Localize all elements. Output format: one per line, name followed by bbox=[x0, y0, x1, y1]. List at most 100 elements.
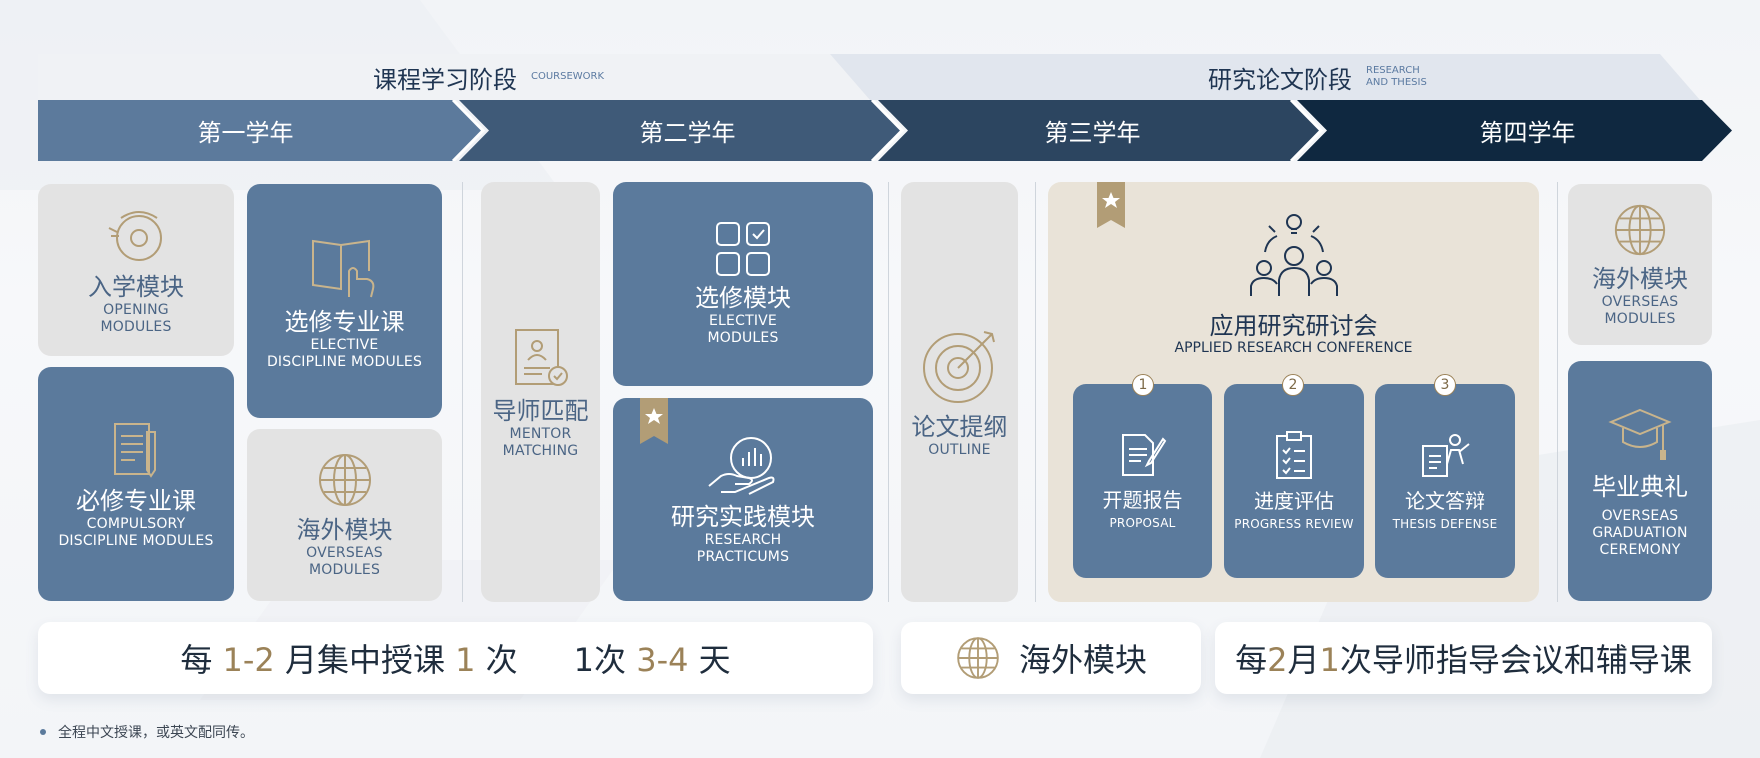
footnote-text: 全程中文授课，或英文配同传。 bbox=[58, 725, 254, 741]
opening-en-1: OPENING bbox=[103, 302, 169, 318]
year-chevron-4 bbox=[1297, 100, 1732, 161]
divider-4 bbox=[1557, 182, 1558, 602]
mentor-text-e: 次导师指导会议和辅导课 bbox=[1339, 641, 1692, 679]
elective-modules-en-2: MODULES bbox=[707, 330, 779, 346]
compulsory-en-2: DISCIPLINE MODULES bbox=[58, 533, 214, 549]
star-ribbon-practicum bbox=[640, 398, 668, 444]
practicum-en-1: RESEARCH bbox=[704, 531, 782, 548]
duration-text-a: 1次 bbox=[573, 641, 637, 679]
step-number-2: 2 bbox=[1282, 374, 1304, 396]
phase-coursework-subtitle: COURSEWORK bbox=[531, 71, 605, 82]
practicum-en-2: PRACTICUMS bbox=[696, 548, 790, 565]
year-chevron-bar bbox=[38, 100, 1732, 161]
globe-icon bbox=[1614, 204, 1666, 255]
year-label-2: 第二学年 bbox=[639, 119, 736, 147]
schedule-frequency: 每 1-2 月集中授课 1 次 bbox=[180, 635, 517, 681]
card-compulsory: 必修专业课 COMPULSORY DISCIPLINE MODULES bbox=[38, 367, 234, 601]
duration-days: 3-4 bbox=[636, 641, 689, 679]
mentor-en-2: MATCHING bbox=[502, 443, 579, 459]
notepad-pencil-icon bbox=[114, 423, 156, 478]
mentor-text-c: 月 bbox=[1287, 641, 1320, 679]
graduation-en-2: GRADUATION bbox=[1592, 524, 1688, 541]
phase-research-subtitle-line2: AND THESIS bbox=[1366, 77, 1427, 88]
elective-discipline-en-1: ELECTIVE bbox=[310, 337, 379, 353]
divider-3 bbox=[1035, 182, 1036, 602]
card-mentor-matching: 导师匹配 MENTOR MATCHING bbox=[481, 182, 600, 602]
phase-research-title: 研究论文阶段 bbox=[1208, 65, 1352, 94]
bullet-dot bbox=[40, 729, 46, 735]
card-opening-modules: 入学模块 OPENING MODULES bbox=[38, 184, 234, 356]
phase-band-coursework bbox=[38, 54, 898, 100]
duration-text-c: 天 bbox=[688, 641, 731, 679]
hand-chart-icon bbox=[708, 436, 775, 495]
schedule-times: 1 bbox=[455, 641, 476, 679]
card-overseas-year4: 海外模块 OVERSEAS MODULES bbox=[1568, 184, 1712, 345]
compulsory-cn: 必修专业课 bbox=[76, 487, 196, 515]
card-elective-modules: 选修模块 ELECTIVE MODULES bbox=[613, 182, 873, 386]
opening-cn: 入学模块 bbox=[88, 273, 184, 301]
team-idea-icon bbox=[1250, 214, 1338, 296]
phase-research: 研究论文阶段 RESEARCH AND THESIS bbox=[1208, 54, 1427, 100]
presenter-icon bbox=[1422, 433, 1470, 477]
phase-research-subtitle: RESEARCH AND THESIS bbox=[1366, 65, 1427, 89]
overseas-y1-en-1: OVERSEAS bbox=[306, 545, 383, 561]
year-chevron-1 bbox=[38, 100, 483, 161]
overseas-y1-cn: 海外模块 bbox=[296, 516, 393, 544]
opening-en-2: MODULES bbox=[100, 319, 172, 335]
overseas-y4-cn: 海外模块 bbox=[1592, 264, 1688, 293]
book-touch-icon bbox=[311, 239, 374, 298]
step-number-3: 3 bbox=[1434, 374, 1456, 396]
schedule-text-c: 月集中授课 bbox=[274, 641, 456, 679]
summary-overseas: 海外模块 bbox=[901, 622, 1201, 694]
mentor-times: 1 bbox=[1319, 641, 1340, 679]
progress-cn: 进度评估 bbox=[1254, 488, 1334, 513]
card-proposal: 开题报告 PROPOSAL bbox=[1073, 384, 1212, 578]
schedule-text-a: 每 bbox=[180, 641, 223, 679]
phase-research-subtitle-line1: RESEARCH bbox=[1366, 65, 1420, 76]
graduation-cap-icon bbox=[1608, 408, 1672, 460]
defense-en: THESIS DEFENSE bbox=[1392, 516, 1498, 531]
card-outline: 论文提纲 OUTLINE bbox=[901, 182, 1018, 602]
year-chevron-2 bbox=[459, 100, 902, 161]
phase-band-research bbox=[830, 54, 1700, 100]
outline-en-1: OUTLINE bbox=[928, 441, 991, 458]
schedule-text-e: 次 bbox=[475, 641, 518, 679]
graduation-en-1: OVERSEAS bbox=[1601, 507, 1679, 524]
overseas-y1-en-2: MODULES bbox=[308, 562, 381, 578]
divider-1 bbox=[462, 182, 463, 602]
divider-2 bbox=[888, 182, 889, 602]
proposal-en: PROPOSAL bbox=[1109, 515, 1176, 530]
step-number-1: 1 bbox=[1132, 374, 1154, 396]
progress-en: PROGRESS REVIEW bbox=[1234, 516, 1354, 531]
graduation-en-3: CEREMONY bbox=[1599, 541, 1681, 558]
card-overseas-year1: 海外模块 OVERSEAS MODULES bbox=[247, 429, 442, 601]
target-icon bbox=[922, 330, 995, 403]
star-ribbon-conference bbox=[1097, 182, 1125, 228]
footnote: 全程中文授课，或英文配同传。 bbox=[40, 722, 254, 742]
globe-icon bbox=[957, 637, 999, 679]
conference-en: APPLIED RESEARCH CONFERENCE bbox=[1174, 340, 1413, 356]
overseas-summary-text: 海外模块 bbox=[1018, 641, 1147, 679]
card-thesis-defense: 论文答辩 THESIS DEFENSE bbox=[1375, 384, 1515, 578]
compulsory-en-1: COMPULSORY bbox=[86, 516, 186, 532]
card-graduation: 毕业典礼 OVERSEAS GRADUATION CEREMONY bbox=[1568, 361, 1712, 601]
year-label-1: 第一学年 bbox=[197, 119, 294, 147]
phase-coursework-title: 课程学习阶段 bbox=[373, 65, 517, 94]
card-progress-review: 进度评估 PROGRESS REVIEW bbox=[1224, 384, 1364, 578]
mentor-months: 2 bbox=[1267, 641, 1288, 679]
outline-cn: 论文提纲 bbox=[911, 412, 1008, 441]
summary-mentor-meetings: 每2月1次导师指导会议和辅导课 bbox=[1215, 622, 1712, 694]
phase-coursework: 课程学习阶段 COURSEWORK bbox=[373, 54, 604, 100]
summary-coursework-schedule: 每 1-2 月集中授课 1 次 1次 3-4 天 bbox=[38, 622, 873, 694]
globe-icon bbox=[318, 454, 371, 506]
graduation-cn: 毕业典礼 bbox=[1592, 472, 1688, 501]
elective-modules-en-1: ELECTIVE bbox=[709, 313, 777, 329]
defense-cn: 论文答辩 bbox=[1405, 488, 1485, 513]
year-chevron-3 bbox=[878, 100, 1321, 161]
clipboard-checklist-icon bbox=[1276, 430, 1312, 479]
schedule-months: 1-2 bbox=[222, 641, 275, 679]
profile-document-icon bbox=[514, 329, 568, 386]
elective-modules-cn: 选修模块 bbox=[695, 284, 791, 312]
year-label-4: 第四学年 bbox=[1479, 119, 1576, 147]
mentor-meeting-text: 每2月1次导师指导会议和辅导课 bbox=[1235, 635, 1692, 681]
